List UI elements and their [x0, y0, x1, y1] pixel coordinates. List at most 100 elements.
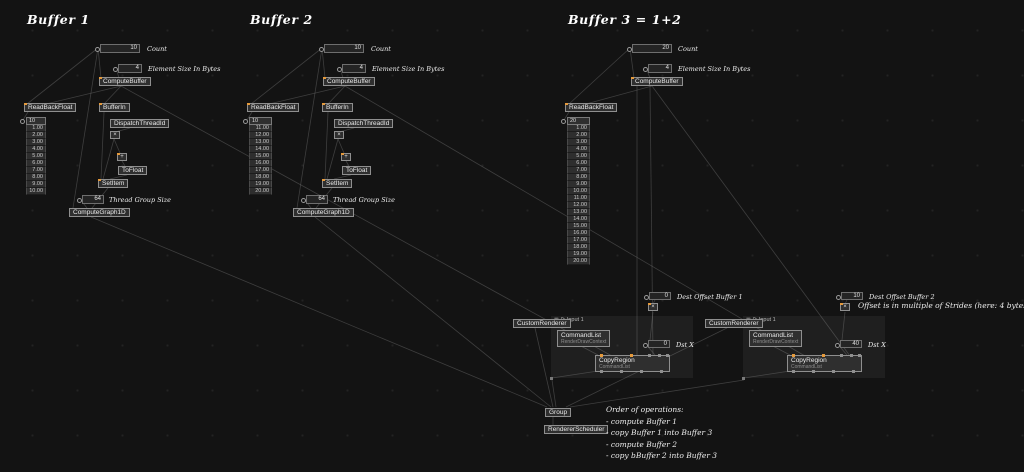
input-pin[interactable]: [77, 198, 82, 203]
input-pin[interactable]: [850, 354, 853, 357]
bufferin-node-buffer1[interactable]: BufferIn: [99, 103, 130, 112]
list-value: 19.00: [567, 251, 590, 258]
output-pin[interactable]: [792, 370, 795, 373]
threadgroup-label-buffer2: Thread Group Size: [333, 196, 396, 204]
tofloat-node-buffer2[interactable]: ToFloat: [342, 166, 372, 175]
commandlist-node-2[interactable]: CommandList RenderDrawContext: [749, 330, 803, 347]
node-label: CopyRegion: [599, 357, 635, 364]
output-pin[interactable]: [832, 370, 835, 373]
list-value: 3.00: [26, 139, 46, 146]
list-value: 3.00: [567, 139, 590, 146]
threadgroup-iobox-buffer1[interactable]: 64: [77, 195, 104, 204]
multiply-node-buffer1[interactable]: ×: [110, 131, 120, 139]
input-pin[interactable]: [835, 343, 840, 348]
dispatchthreadid-node-buffer1[interactable]: DispatchThreadId: [110, 119, 170, 128]
buffer1-title: Buffer 1: [27, 12, 90, 27]
input-pin[interactable]: [20, 119, 25, 124]
copyregion-node-2[interactable]: CopyRegion CommandList: [787, 354, 862, 373]
computegraph1d-node-buffer1[interactable]: ComputeGraph1D: [69, 208, 130, 217]
count-iobox-buffer1[interactable]: 10: [95, 44, 140, 53]
setitem-node-buffer1[interactable]: SetItem: [98, 179, 129, 188]
input-pin[interactable]: [301, 198, 306, 203]
list-value: 15.00: [567, 223, 590, 230]
input-pin[interactable]: [666, 354, 669, 357]
output-pin[interactable]: [640, 370, 643, 373]
input-pin[interactable]: [840, 354, 843, 357]
output-pin[interactable]: [660, 370, 663, 373]
customrenderer-node-1[interactable]: CustomRenderer: [513, 319, 571, 328]
dstx-iobox-1[interactable]: 0: [643, 340, 670, 348]
input-pin[interactable]: [627, 47, 632, 52]
input-pin[interactable]: [643, 343, 648, 348]
input-pin[interactable]: [658, 354, 661, 357]
computegraph1d-node-buffer2[interactable]: ComputeGraph1D: [293, 208, 354, 217]
count-iobox-buffer2[interactable]: 10: [319, 44, 364, 53]
rendererscheduler-node[interactable]: RendererScheduler: [544, 425, 609, 434]
copyregion-node-1[interactable]: CopyRegion CommandList: [595, 354, 670, 373]
group-node[interactable]: Group: [545, 408, 572, 417]
input-pin[interactable]: [644, 295, 649, 300]
list-header: 10: [26, 117, 46, 125]
input-pin[interactable]: [337, 67, 342, 72]
add-node-buffer2[interactable]: +: [341, 153, 351, 161]
input-pin[interactable]: [113, 67, 118, 72]
node-sublabel: CommandList: [791, 364, 822, 370]
frame-handle[interactable]: [550, 377, 553, 380]
input-pin[interactable]: [319, 47, 324, 52]
tofloat-node-buffer1[interactable]: ToFloat: [118, 166, 148, 175]
input-pin[interactable]: [643, 67, 648, 72]
output-pin[interactable]: [620, 370, 623, 373]
count-iobox-buffer3[interactable]: 20: [627, 44, 672, 53]
output-pin[interactable]: [852, 370, 855, 373]
threadgroup-iobox-buffer2[interactable]: 64: [301, 195, 328, 204]
output-pin[interactable]: [600, 370, 603, 373]
list-value: 20.00: [249, 188, 272, 195]
customrenderer-node-2[interactable]: CustomRenderer: [705, 319, 763, 328]
multiply-node-offset-2[interactable]: ×: [840, 303, 850, 311]
elemsize-iobox-buffer1[interactable]: 4: [113, 64, 142, 73]
destoffset-iobox-2[interactable]: 10: [836, 292, 863, 300]
frame-handle[interactable]: [742, 377, 745, 380]
input-pin[interactable]: [822, 354, 825, 357]
setitem-node-buffer2[interactable]: SetItem: [322, 179, 353, 188]
list-header: 10: [249, 117, 272, 125]
readbackfloat-node-buffer1[interactable]: ReadBackFloat: [24, 103, 77, 112]
output-pin[interactable]: [812, 370, 815, 373]
input-pin[interactable]: [95, 47, 100, 52]
input-pin[interactable]: [648, 354, 651, 357]
elemsize-iobox-buffer3[interactable]: 4: [643, 64, 672, 73]
multiply-node-offset-1[interactable]: ×: [648, 303, 658, 311]
dispatchthreadid-node-buffer2[interactable]: DispatchThreadId: [334, 119, 394, 128]
list-value: 7.00: [567, 167, 590, 174]
commandlist-node-1[interactable]: CommandList RenderDrawContext: [557, 330, 611, 347]
list-value: 11.00: [567, 195, 590, 202]
readbackfloat-node-buffer2[interactable]: ReadBackFloat: [247, 103, 300, 112]
list-value: 2.00: [567, 132, 590, 139]
input-pin[interactable]: [600, 354, 603, 357]
computebuffer-node-buffer1[interactable]: ComputeBuffer: [99, 77, 151, 86]
readbackfloat-node-buffer3[interactable]: ReadBackFloat: [565, 103, 618, 112]
changed-tick: [631, 77, 634, 79]
list-value: 8.00: [567, 174, 590, 181]
dstx-iobox-2[interactable]: 40: [835, 340, 862, 348]
destoffset-iobox-1[interactable]: 0: [644, 292, 671, 300]
input-pin[interactable]: [561, 119, 566, 124]
node-label: +: [120, 154, 124, 160]
computebuffer-node-buffer3[interactable]: ComputeBuffer: [631, 77, 683, 86]
add-node-buffer1[interactable]: +: [117, 153, 127, 161]
input-pin[interactable]: [836, 295, 841, 300]
list-value: 20.00: [567, 258, 590, 265]
changed-tick: [341, 153, 344, 155]
computebuffer-node-buffer2[interactable]: ComputeBuffer: [323, 77, 375, 86]
multiply-node-buffer2[interactable]: ×: [334, 131, 344, 139]
input-pin[interactable]: [630, 354, 633, 357]
input-pin[interactable]: [858, 354, 861, 357]
input-pin[interactable]: [792, 354, 795, 357]
elemsize-iobox-buffer2[interactable]: 4: [337, 64, 366, 73]
input-pin[interactable]: [243, 119, 248, 124]
bufferin-node-buffer2[interactable]: BufferIn: [322, 103, 353, 112]
